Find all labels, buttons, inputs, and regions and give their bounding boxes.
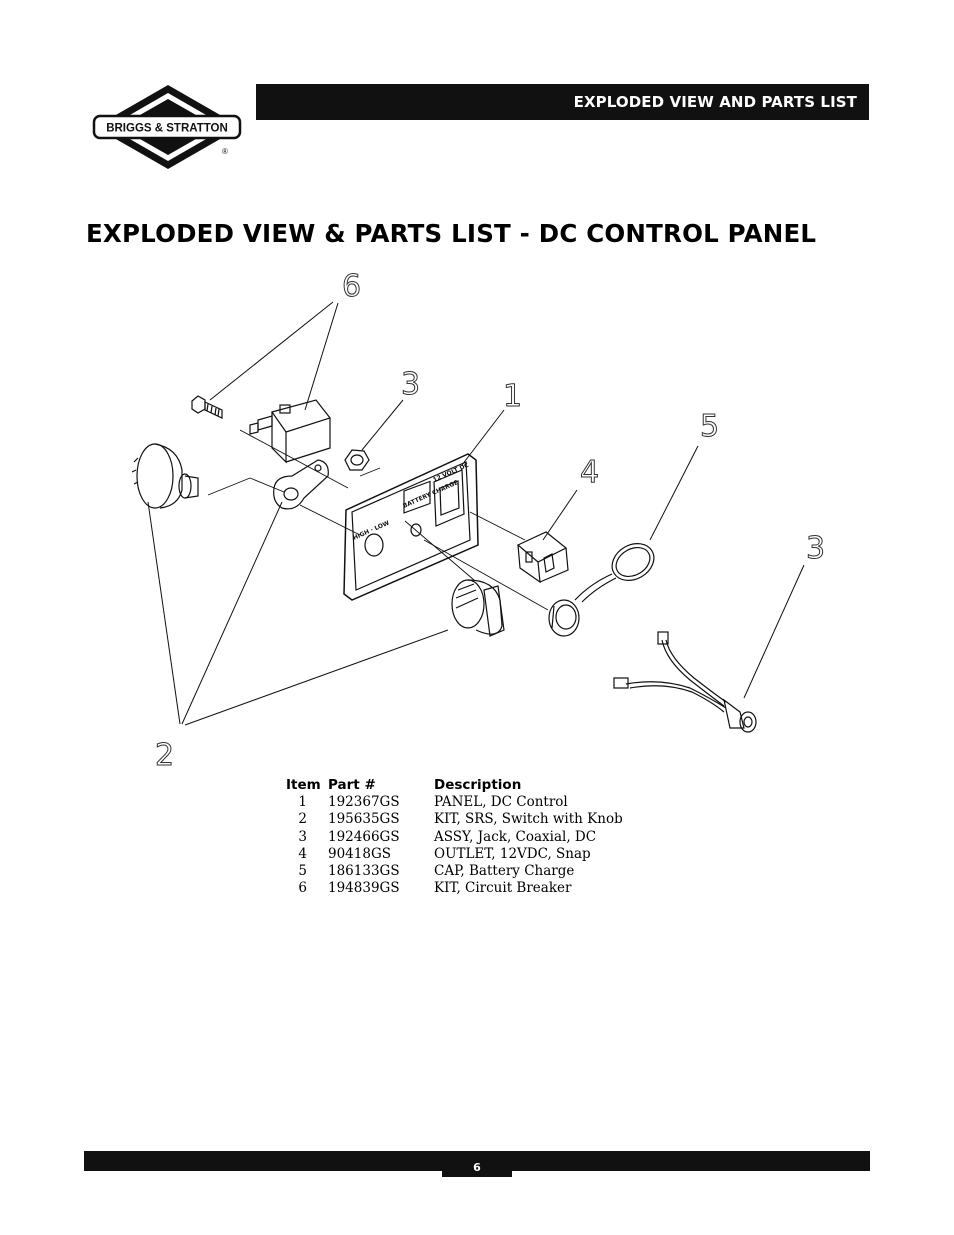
control-panel-part xyxy=(343,453,479,601)
exploded-view-diagram: 6 3 1 5 4 3 2 xyxy=(131,269,826,774)
rotary-switch-part xyxy=(131,443,199,509)
row-part: 186133GS xyxy=(328,863,400,880)
knob-part xyxy=(451,579,505,637)
header-item: Item xyxy=(286,777,321,793)
table-row: 2 195635GS KIT, SRS, Switch with Knob xyxy=(286,811,623,828)
screw-part xyxy=(191,395,223,419)
logo-brand-text: BRIGGS & STRATTON xyxy=(106,123,228,135)
page-title: EXPLODED VIEW & PARTS LIST - DC CONTROL … xyxy=(86,219,817,248)
mounting-bracket-part xyxy=(273,459,329,510)
callout-4: 4 xyxy=(580,455,599,490)
callout-3-right: 3 xyxy=(806,531,825,566)
row-item: 1 xyxy=(298,794,307,811)
callout-1: 1 xyxy=(503,379,522,414)
row-description: OUTLET, 12VDC, Snap xyxy=(434,845,591,862)
row-part: 192367GS xyxy=(328,794,400,811)
table-row: 5 186133GS CAP, Battery Charge xyxy=(286,863,623,880)
section-title: EXPLODED VIEW AND PARTS LIST xyxy=(573,93,857,111)
section-header-bar: EXPLODED VIEW AND PARTS LIST xyxy=(256,84,869,120)
nut-part xyxy=(344,449,370,471)
leader-lines xyxy=(147,301,805,726)
row-description: ASSY, Jack, Coaxial, DC xyxy=(434,828,597,845)
assembly-axis-lines xyxy=(207,429,549,611)
table-row: 1 192367GS PANEL, DC Control xyxy=(286,794,623,811)
row-description: CAP, Battery Charge xyxy=(434,863,575,880)
row-part: 194839GS xyxy=(328,880,400,897)
row-part: 195635GS xyxy=(328,811,400,828)
row-description: KIT, Circuit Breaker xyxy=(434,880,572,897)
panel-label-middle: BATTERY CHARGE xyxy=(402,479,459,510)
battery-charge-cap-part xyxy=(548,543,655,637)
page-number-text: 6 xyxy=(473,1160,481,1174)
table-row: 6 194839GS KIT, Circuit Breaker xyxy=(286,880,623,897)
panel-label-left: HIGH · LOW xyxy=(352,519,391,541)
row-description: KIT, SRS, Switch with Knob xyxy=(434,811,623,828)
outlet-part xyxy=(516,531,569,584)
callout-6: 6 xyxy=(342,269,361,304)
header-description: Description xyxy=(434,777,522,793)
parts-table-header: Item Part # Description xyxy=(286,777,623,794)
parts-list: Item Part # Description 1 192367GS PANEL… xyxy=(286,777,623,897)
row-item: 4 xyxy=(298,845,307,862)
table-row: 3 192466GS ASSY, Jack, Coaxial, DC xyxy=(286,829,623,846)
table-row: 4 90418GS OUTLET, 12VDC, Snap xyxy=(286,846,623,863)
parts-table: Item Part # Description 1 192367GS PANEL… xyxy=(286,777,623,897)
row-item: 5 xyxy=(298,863,307,880)
row-description: PANEL, DC Control xyxy=(434,794,568,811)
row-part: 192466GS xyxy=(328,828,400,845)
circuit-breaker-part xyxy=(249,399,332,464)
row-item: 2 xyxy=(298,811,307,828)
page-number: 6 xyxy=(442,1151,512,1177)
header-part: Part # xyxy=(328,777,376,793)
briggs-stratton-logo: BRIGGS & STRATTON ® xyxy=(92,85,242,169)
callout-2: 2 xyxy=(155,738,174,773)
coaxial-jack-part xyxy=(613,631,757,733)
logo-registered-mark: ® xyxy=(222,147,228,156)
row-item: 6 xyxy=(298,880,307,897)
row-item: 3 xyxy=(298,828,307,845)
callout-5: 5 xyxy=(700,409,719,444)
callout-3-top: 3 xyxy=(401,367,420,402)
row-part: 90418GS xyxy=(328,845,391,862)
